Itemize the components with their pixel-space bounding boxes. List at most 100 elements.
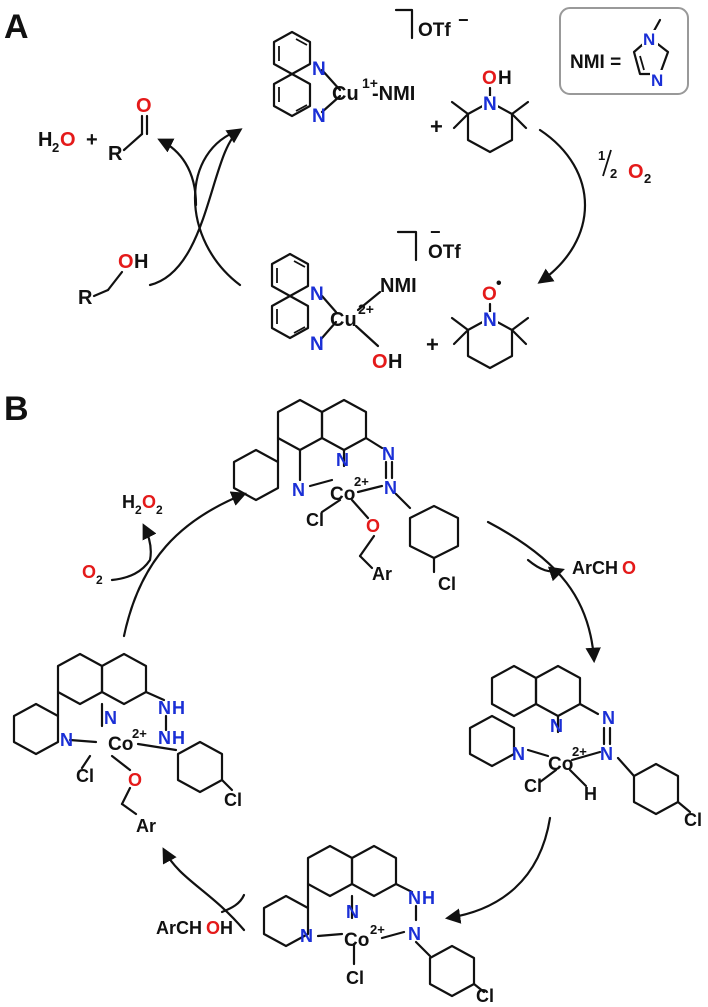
nmi-label: NMI = bbox=[570, 52, 621, 73]
svg-text:O: O bbox=[482, 284, 497, 305]
svg-text:N: N bbox=[408, 924, 421, 944]
complex4-alkoxide-hydrazine: N N N H N H Co 2+ Cl O Ar Cl bbox=[12, 652, 242, 836]
svg-text:ArCH: ArCH bbox=[572, 558, 618, 578]
arrow-alcohol-in bbox=[148, 128, 243, 287]
cu1-charge: 1+ bbox=[362, 75, 378, 91]
arc-cu-to-alcohol bbox=[193, 128, 242, 287]
svg-text:Cl: Cl bbox=[224, 790, 242, 810]
svg-text:O: O bbox=[82, 562, 96, 582]
svg-text:2+: 2+ bbox=[572, 744, 587, 759]
svg-text:N: N bbox=[292, 480, 305, 500]
svg-text:1: 1 bbox=[598, 148, 605, 163]
svg-text:2: 2 bbox=[135, 503, 142, 517]
svg-text:Cl: Cl bbox=[524, 776, 542, 796]
nmi-definition-box: NMI = N N bbox=[559, 7, 689, 95]
panel-b-label: B bbox=[4, 390, 29, 428]
svg-text:Co: Co bbox=[344, 930, 369, 951]
complex1-alkoxide-azo: N N N N Co 2+ Cl O Ar Cl bbox=[232, 398, 460, 594]
svg-text:2: 2 bbox=[156, 503, 163, 517]
alcohol-substrate: O H R bbox=[78, 251, 148, 309]
svg-text:Cl: Cl bbox=[684, 810, 702, 830]
svg-text:Cl: Cl bbox=[346, 968, 364, 988]
complex2-hydride-azo: N N N N Co 2+ Cl H Cl bbox=[468, 664, 702, 830]
cu2-n-top: N bbox=[310, 284, 324, 305]
counterion-bottom: OTf − bbox=[396, 222, 461, 263]
svg-text:H: H bbox=[134, 251, 148, 273]
svg-text:N: N bbox=[483, 310, 497, 331]
arrow-to-complex1 bbox=[122, 491, 247, 638]
cu1-metal: Cu bbox=[332, 83, 359, 105]
svg-text:O: O bbox=[60, 129, 76, 151]
o2-label: O 2 bbox=[82, 562, 103, 587]
tempoh-n: N bbox=[483, 94, 497, 115]
svg-text:H: H bbox=[122, 492, 135, 512]
tempo-h: N O H bbox=[450, 68, 530, 154]
svg-text:N: N bbox=[60, 730, 73, 750]
svg-text:Cl: Cl bbox=[438, 574, 456, 594]
svg-text:+: + bbox=[86, 129, 98, 151]
svg-text:Co: Co bbox=[330, 484, 355, 505]
svg-text:2+: 2+ bbox=[370, 922, 385, 937]
tempo-radical: N O • bbox=[450, 275, 530, 370]
arrow-to-complex2 bbox=[486, 520, 601, 664]
arrow-aldehyde-out bbox=[157, 138, 198, 207]
h2o2-label: H 2 O 2 bbox=[122, 492, 163, 517]
svg-text:OTf: OTf bbox=[428, 242, 461, 263]
svg-text:ArCH: ArCH bbox=[156, 918, 202, 938]
plus-top: + bbox=[430, 114, 443, 139]
svg-text:H: H bbox=[172, 728, 185, 748]
svg-text:Cl: Cl bbox=[306, 510, 324, 530]
cu2-bipyridine-complex: N N Cu 2+ NMI O H bbox=[270, 252, 417, 373]
svg-text:N: N bbox=[158, 698, 171, 718]
svg-text:Cl: Cl bbox=[476, 986, 494, 1006]
cu2-charge: 2+ bbox=[358, 301, 374, 317]
svg-text:N: N bbox=[346, 902, 359, 922]
arrow-o2-to-h2o2 bbox=[110, 523, 157, 582]
svg-text:O: O bbox=[142, 492, 156, 512]
svg-text:H: H bbox=[172, 698, 185, 718]
archo-product-label: ArCH O bbox=[572, 558, 636, 578]
cu1-bipyridine-complex: N N Cu 1+ -NMI bbox=[272, 30, 415, 127]
plus-bottom: + bbox=[426, 332, 439, 357]
svg-text:N: N bbox=[336, 450, 349, 470]
cu2-oh-h: H bbox=[388, 351, 402, 373]
svg-text:N: N bbox=[382, 444, 395, 464]
svg-text:2: 2 bbox=[610, 166, 617, 181]
cu2-oh-o: O bbox=[372, 351, 388, 373]
nmi-n-top: N bbox=[643, 30, 655, 49]
arrow-to-complex4 bbox=[162, 847, 246, 932]
svg-text:2: 2 bbox=[644, 171, 651, 186]
panel-a-label: A bbox=[4, 8, 29, 46]
svg-text:H: H bbox=[422, 888, 435, 908]
otf-top-charge: − bbox=[458, 10, 469, 30]
svg-text:Co: Co bbox=[108, 734, 133, 755]
svg-text:N: N bbox=[158, 728, 171, 748]
svg-text:R: R bbox=[108, 143, 123, 165]
svg-text:H: H bbox=[220, 918, 233, 938]
cu1-n-top: N bbox=[312, 59, 326, 80]
svg-text:O: O bbox=[128, 770, 142, 790]
svg-text:H: H bbox=[38, 129, 52, 151]
tempoh-o: O bbox=[482, 68, 497, 89]
svg-text:2+: 2+ bbox=[354, 474, 369, 489]
svg-text:N: N bbox=[384, 478, 397, 498]
tempoh-h: H bbox=[498, 68, 512, 89]
svg-text:R: R bbox=[78, 287, 93, 309]
svg-text:2: 2 bbox=[52, 140, 59, 155]
svg-text:N: N bbox=[300, 926, 313, 946]
svg-text:N: N bbox=[408, 888, 421, 908]
svg-text:N: N bbox=[600, 744, 613, 764]
svg-text:O: O bbox=[628, 161, 644, 183]
arrow-archoh-in bbox=[220, 893, 246, 914]
svg-text:O: O bbox=[206, 918, 220, 938]
svg-text:N: N bbox=[602, 708, 615, 728]
svg-text:H: H bbox=[584, 784, 597, 804]
cu1-nmi-ligand: -NMI bbox=[372, 83, 415, 105]
products-water-aldehyde: H 2 O + R O bbox=[38, 95, 152, 165]
cu2-n-bottom: N bbox=[310, 334, 324, 355]
otf-top: OTf bbox=[418, 20, 451, 41]
svg-text:N: N bbox=[512, 744, 525, 764]
counterion-top: OTf − bbox=[394, 8, 469, 41]
svg-text:O: O bbox=[118, 251, 134, 273]
